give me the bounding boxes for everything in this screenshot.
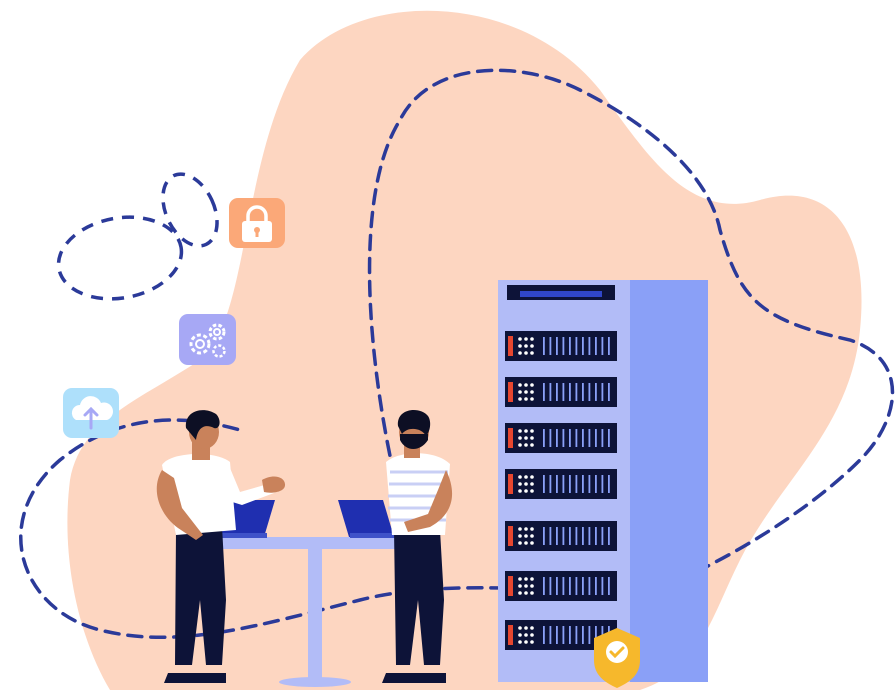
server-bay [505,331,617,361]
server-bay [505,469,617,499]
dashed-loop-small [161,172,219,248]
server-bay [505,521,617,551]
laptop-right [338,500,416,538]
server-bay [505,377,617,407]
standing-table [193,537,436,687]
dashed-connection-path [19,68,895,639]
dashed-loop-left [56,215,184,301]
lock-icon [229,198,285,248]
person-right [382,410,453,683]
gear-icon [179,314,236,365]
server-rack [498,280,708,682]
cloud-upload-icon [63,388,119,438]
server-bay [505,423,617,453]
server-bay [505,571,617,601]
shield-check-icon [594,628,640,688]
person-left [156,410,286,683]
